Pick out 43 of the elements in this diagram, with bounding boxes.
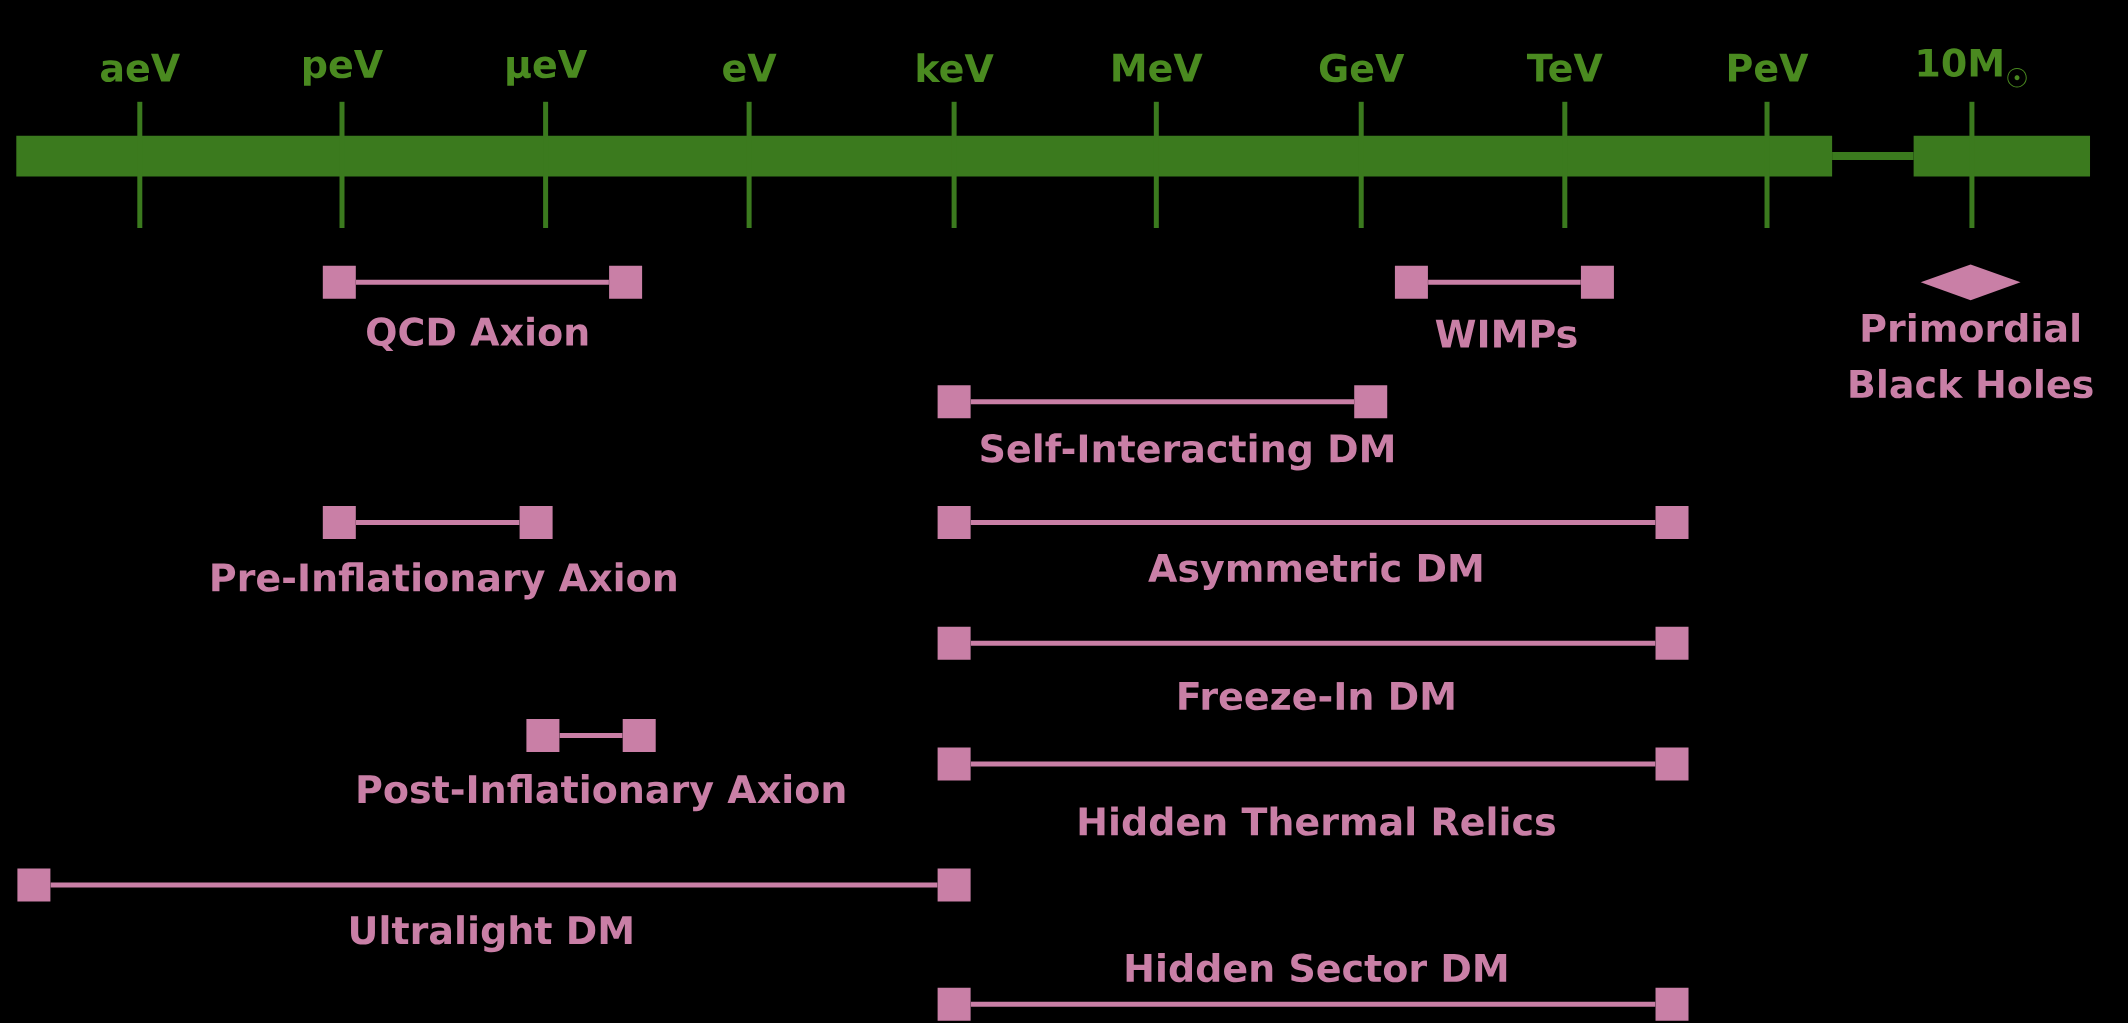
edge-label: QCD Axion: [363, 314, 593, 354]
range-line: [356, 279, 609, 285]
square-marker: [937, 868, 971, 902]
range-line: [970, 520, 1656, 525]
tick-label: MeV: [1113, 53, 1203, 82]
square-marker: [519, 506, 553, 539]
square-marker: [322, 506, 356, 539]
tick-label: aeV: [101, 53, 180, 82]
tick-label: μeV: [507, 50, 587, 86]
square-marker: [1354, 385, 1388, 419]
square-marker: [937, 506, 971, 539]
square-marker: [937, 385, 971, 419]
edge-label: Freeze-In DM: [1173, 680, 1460, 713]
tick-label: GeV: [1319, 53, 1405, 83]
range-label: Primordial Black Holes: [1850, 312, 2093, 399]
range-line: [356, 520, 520, 525]
square-marker: [622, 719, 656, 753]
square-marker: [1655, 506, 1689, 539]
edge-label: Asymmetric DM: [1146, 550, 1487, 592]
edge-label: Hidden Sector DM: [1121, 950, 1512, 985]
tick-label: 10M$_{☉}$: [1918, 48, 2027, 88]
tick-label: keV: [917, 53, 994, 83]
tick-label: peV: [304, 50, 383, 86]
square-marker: [17, 868, 51, 902]
range-line: [559, 733, 623, 739]
edge-label: Pre-Inflationary Axion: [206, 560, 681, 602]
edge-label: WIMPs: [1432, 317, 1581, 351]
tick-label: eV: [723, 53, 777, 82]
range-line: [1428, 279, 1581, 285]
range-line: [970, 761, 1656, 767]
square-marker: [609, 265, 643, 299]
edge-label: Self-Interacting DM: [976, 431, 1399, 473]
range-line: [50, 882, 938, 888]
range-line: [970, 399, 1354, 405]
edge-label: Ultralight DM: [345, 913, 638, 955]
range-line: [970, 640, 1656, 646]
square-marker: [526, 719, 560, 753]
tick-label: TeV: [1527, 53, 1603, 82]
tick-label: PeV: [1729, 53, 1809, 82]
edge-label: Hidden Thermal Relics: [1074, 804, 1559, 838]
diamond-marker: [1920, 264, 2021, 301]
range-line: [970, 1001, 1656, 1007]
edge-label: Post-Inflationary Axion: [353, 772, 850, 814]
